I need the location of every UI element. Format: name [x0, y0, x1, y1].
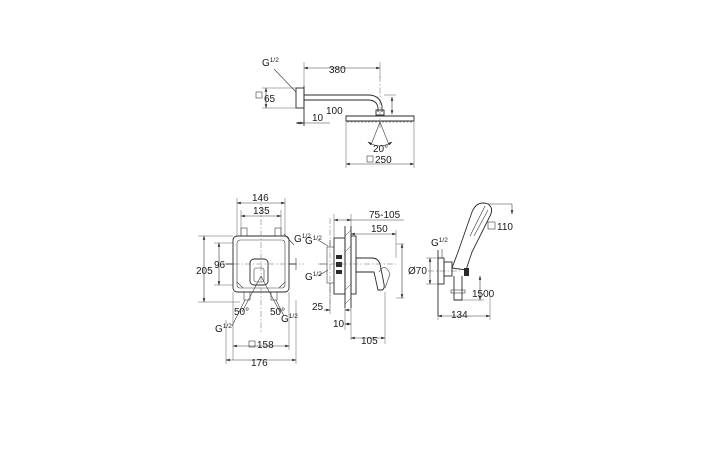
dim-thread-label-bottom-left: G1/2: [215, 323, 232, 335]
dim-angle-right: 50°: [270, 307, 285, 318]
dim-height-outer: 205: [196, 266, 213, 277]
side-cover-plate: [350, 235, 357, 295]
dim-thread-label: G1/2: [431, 237, 448, 249]
dim-angle-left: 50°: [234, 307, 249, 318]
mixer-lever: [249, 258, 269, 286]
dim-head-size: 110: [497, 222, 513, 233]
dim-depth-range: 75-105: [369, 210, 401, 221]
dim-thread-label: G1/2: [305, 271, 322, 283]
dim-thread-label: G1/2: [262, 57, 279, 69]
dim-flange: 65: [264, 94, 276, 105]
dim-arm-length: 380: [329, 65, 346, 76]
dim-thread-label-bottom-right: G1/2: [281, 313, 298, 325]
dim-wall: 10: [312, 113, 324, 124]
mixer-side-drawing: 75-105 150 G1/2 G1/2 25 10 105: [305, 210, 404, 347]
dim-head-size: 250: [375, 155, 392, 166]
dim-wall: 10: [333, 319, 345, 330]
hand-shower-head: [451, 202, 493, 271]
dim-thread-label-right-top: G1/2: [294, 233, 311, 245]
dim-drop: 100: [326, 106, 343, 117]
mixer-front-drawing: 146 135 205 96 G1/2 50° 50° G1/2 G1/2 1: [196, 193, 311, 369]
dim-hose-length: 1500: [472, 289, 495, 300]
dim-overall-width: 176: [251, 358, 268, 369]
dim-offset: 25: [312, 302, 324, 313]
dim-thread-label-top: G1/2: [305, 235, 322, 247]
dim-depth: 150: [371, 224, 388, 235]
hand-shower-drawing: G1/2 Ø70 110 1500 134: [408, 202, 513, 321]
shower-arm-inner: [304, 99, 379, 112]
side-lever: [355, 257, 385, 291]
dim-outlet-dia: Ø70: [408, 266, 427, 277]
shower-head-drawing: 380 G1/2 65 100 10 20° 250: [255, 57, 415, 168]
wall-flange: [295, 87, 305, 109]
dim-projection: 105: [361, 336, 378, 347]
shower-arm: [304, 94, 383, 112]
dim-width-inner: 135: [253, 206, 270, 217]
dim-angle: 20°: [373, 144, 388, 155]
dim-projection: 134: [451, 310, 468, 321]
shower-hose: [453, 276, 463, 301]
dim-height-inner: 96: [214, 260, 226, 271]
shower-holder: [443, 261, 453, 277]
dim-width-outer: 146: [252, 193, 269, 204]
dim-plate: 158: [257, 340, 274, 351]
